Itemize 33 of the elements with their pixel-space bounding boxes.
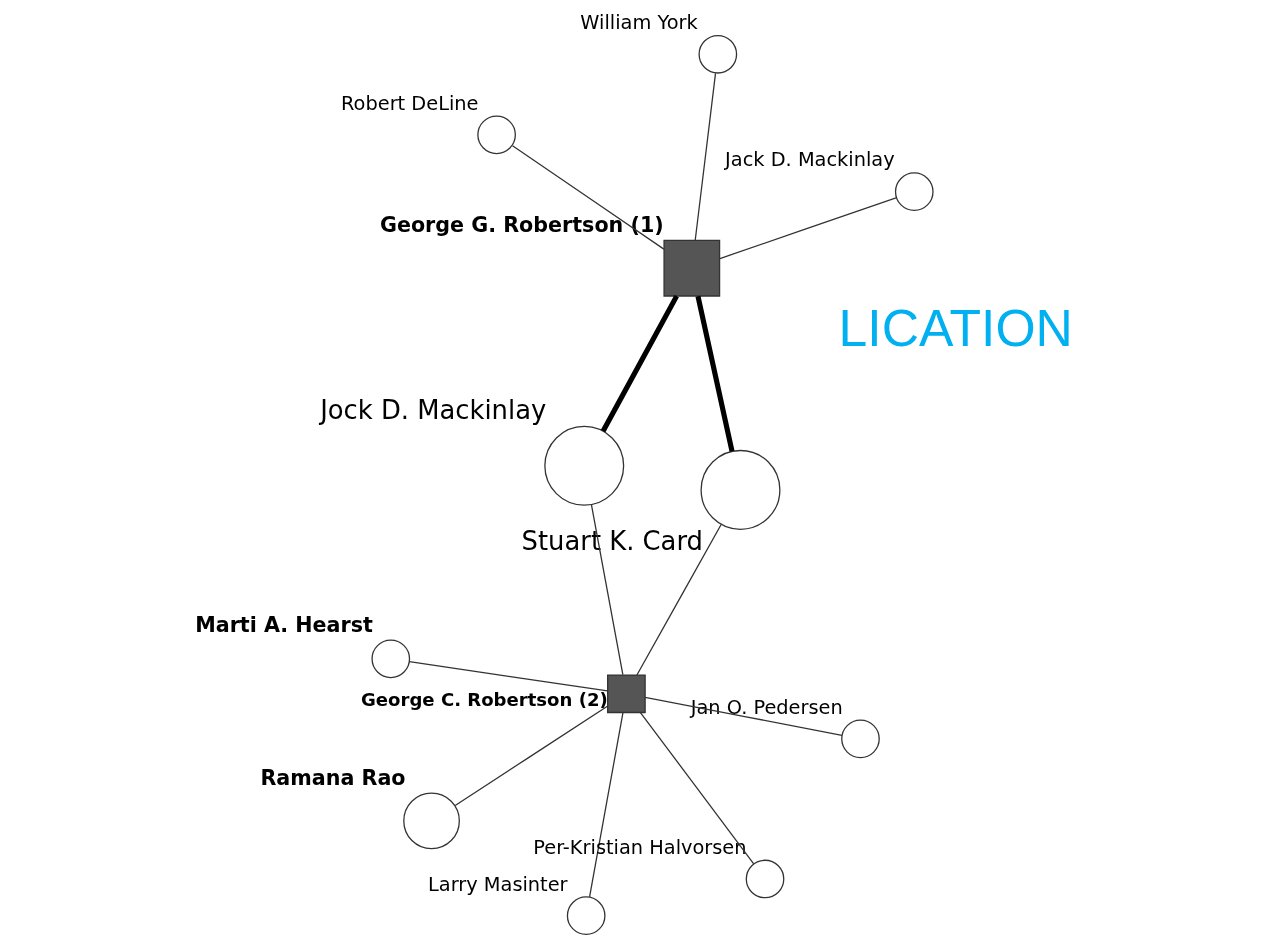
node-circle (544, 425, 625, 506)
node-label: Jack D. Mackinlay (725, 148, 895, 172)
node-label: Jock D. Mackinlay (320, 394, 547, 425)
node-circle (403, 792, 460, 850)
connector (694, 72, 717, 241)
node-label: Larry Masinter (427, 872, 568, 896)
node-box (607, 674, 646, 714)
node-label: Ramana Rao (260, 766, 406, 791)
node-box (663, 239, 721, 297)
connector (600, 294, 679, 433)
connector (644, 696, 843, 736)
connector (695, 295, 735, 452)
node-circle (566, 896, 606, 936)
connector (454, 705, 608, 807)
node-circle (698, 34, 738, 74)
connector (590, 504, 624, 676)
node-circle (894, 172, 934, 212)
connector (408, 660, 609, 692)
node-circle (841, 719, 880, 759)
connector (636, 523, 722, 676)
node-circle (371, 639, 411, 679)
node-label: Robert DeLine (341, 91, 479, 115)
node-circle (745, 859, 785, 899)
node-label: George G. Robertson (1) (379, 213, 664, 238)
label: LICATION (838, 298, 1073, 357)
node-circle (477, 115, 516, 155)
node-label: William York (580, 11, 698, 35)
connector (588, 712, 624, 898)
node-circle (700, 449, 781, 530)
connector (719, 197, 897, 260)
connector (511, 145, 665, 250)
node-label: Marti A. Hearst (195, 613, 373, 638)
node-label: George C. Robertson (2) (361, 689, 608, 711)
